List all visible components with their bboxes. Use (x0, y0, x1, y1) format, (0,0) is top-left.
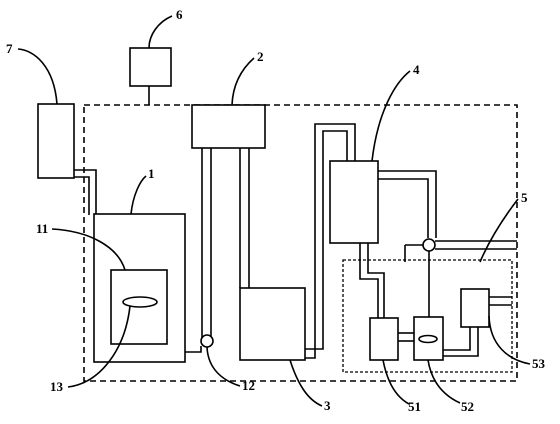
label-1: 1 (148, 166, 155, 181)
label-7: 7 (6, 41, 13, 56)
label-12: 12 (242, 378, 255, 393)
element-13 (122, 296, 158, 308)
label-6: 6 (176, 7, 183, 22)
unit-5-enclosure (342, 259, 513, 373)
label-11: 11 (36, 221, 48, 236)
component-7-box (37, 103, 75, 179)
label-13: 13 (50, 379, 64, 394)
component-6-box (129, 47, 172, 87)
tank-3 (239, 287, 306, 361)
component-51 (369, 317, 399, 361)
label-2: 2 (257, 49, 264, 64)
outer-enclosure (83, 104, 518, 382)
component-2-box (191, 104, 266, 149)
element-52-core (418, 334, 438, 344)
label-51: 51 (408, 399, 421, 414)
label-52: 52 (461, 399, 474, 414)
valve-5 (422, 238, 436, 252)
valve-12 (200, 334, 214, 348)
component-53 (460, 288, 490, 328)
label-5: 5 (521, 190, 528, 205)
label-53: 53 (532, 356, 546, 371)
label-4: 4 (413, 62, 420, 77)
component-4-box (329, 160, 379, 244)
label-3: 3 (324, 398, 331, 413)
